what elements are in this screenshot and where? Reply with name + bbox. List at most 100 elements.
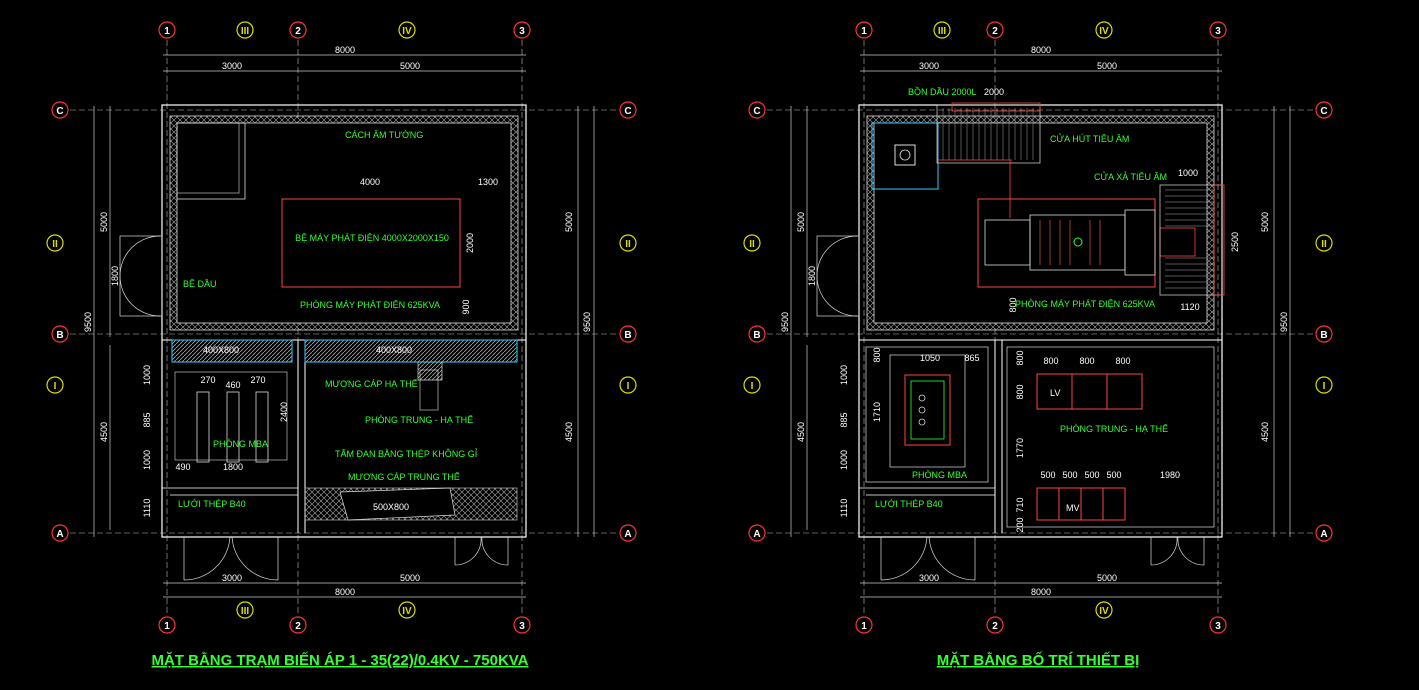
grid-iii-top-left: III (241, 26, 250, 37)
grid-c-mid-l: C (624, 106, 631, 117)
r-dim-m2: 1710 (872, 402, 882, 422)
r-dim-lv-h1: 800 (1015, 350, 1025, 365)
r-dim-exh-h: 2500 (1230, 232, 1240, 252)
label-grid: LƯỚI THÉP B40 (178, 499, 246, 509)
grid-a-mid-l: A (624, 529, 631, 540)
grid-iv-bot-left: IV (402, 606, 412, 617)
dim-bot-total: 8000 (335, 587, 355, 597)
r-label-exhaust: CỬA XẢ TIÊU ÂM (1094, 171, 1167, 182)
label-steel-plate: TẤM ĐAN BẰNG THÉP KHÔNG GỈ (335, 448, 478, 459)
grid-c-mid-r: C (753, 106, 760, 117)
dim-base-w: 4000 (360, 177, 380, 187)
grid-b-mid-r: B (753, 330, 760, 341)
r-dim-left-total: 9500 (780, 312, 790, 332)
grid-iii-top-right: III (938, 26, 947, 37)
grid-1-top-left: 1 (164, 26, 170, 37)
dim-mba-b: 460 (225, 380, 240, 390)
label-trench1: 400X800 (203, 345, 239, 355)
dim-door: 1800 (110, 266, 120, 286)
r-dim-mv-e: 1980 (1160, 470, 1180, 480)
r-dim-right-upper: 5000 (1260, 212, 1270, 232)
label-oil-tank: BỂ DẦU (183, 278, 217, 289)
dim-l1: 1000 (142, 365, 152, 385)
dim-bot-b: 5000 (400, 573, 420, 583)
dim-left-total: 9500 (83, 312, 93, 332)
dim-left-upper: 5000 (99, 212, 109, 232)
grid-i-mid-r: I (751, 381, 754, 392)
r-dim-lv-c: 800 (1115, 356, 1130, 366)
grid-2-top-right: 2 (992, 26, 998, 37)
plan-left-title: MẶT BẰNG TRẠM BIẾN ÁP 1 - 35(22)/0.4KV -… (151, 651, 528, 669)
r-dim-lv-h3: 1770 (1015, 438, 1025, 458)
grid-i-mid-l: I (627, 381, 630, 392)
r-dim-top-total: 8000 (1031, 45, 1051, 55)
label-mv-trench: MƯƠNG CÁP TRUNG THẾ (348, 472, 460, 482)
plan-right: 8000 3000 5000 3000 5000 8000 9500 5000 … (767, 40, 1314, 669)
label-trench3: 500X800 (373, 502, 409, 512)
grid-3-bot-left: 3 (519, 621, 525, 632)
dim-bot-a: 3000 (222, 573, 242, 583)
label-base: BỆ MÁY PHÁT ĐIỆN 4000X2000X150 (295, 233, 449, 243)
r-dim-bot-b: 5000 (1097, 573, 1117, 583)
r-dim-gen-off: 800 (1008, 297, 1018, 312)
label-mv-lv-room: PHÒNG TRUNG - HẠ THẾ (365, 415, 473, 425)
r-dim-mv-a: 500 (1040, 470, 1055, 480)
grid-ii-mid-r: II (749, 239, 755, 250)
r-label-intake: CỬA HÚT TIÊU ÂM (1050, 133, 1129, 144)
grid-b-right: B (1320, 330, 1327, 341)
grid-bubbles: 1 2 3 1 2 3 1 2 3 1 2 3 III IV III IV II… (46, 21, 1333, 634)
grid-ii-right: II (1321, 239, 1327, 250)
r-dim-bot-total: 8000 (1031, 587, 1051, 597)
grid-1-bot-right: 1 (861, 621, 867, 632)
grid-iv-top-left: IV (402, 26, 412, 37)
grid-a-mid-r: A (753, 529, 760, 540)
grid-i-right: I (1323, 381, 1326, 392)
r-dim-right-lower: 4500 (1260, 422, 1270, 442)
label-mba-room: PHÒNG MBA (213, 439, 268, 449)
label-lv-trench: MƯƠNG CÁP HẠ THẾ (325, 379, 418, 389)
r-dim-mv-h2: 200 (1015, 517, 1025, 532)
grid-a-left: A (56, 529, 63, 540)
dim-top-total: 8000 (335, 45, 355, 55)
dim-mba-c: 270 (250, 375, 265, 385)
r-dim-mv-h1: 710 (1015, 497, 1025, 512)
r-dim-l2: 885 (839, 412, 849, 427)
grid-b-left: B (56, 330, 63, 341)
label-wall: CÁCH ÂM TƯỜNG (345, 130, 423, 140)
r-dim-mv-b: 500 (1062, 470, 1077, 480)
r-dim-top-b: 5000 (1097, 61, 1117, 71)
r-dim-right-total: 9500 (1279, 312, 1289, 332)
r-dim-lv-a: 800 (1043, 356, 1058, 366)
r-dim-lv-h2: 800 (1015, 384, 1025, 399)
grid-iv-top-right: IV (1099, 26, 1109, 37)
r-dim-lv-b: 800 (1079, 356, 1094, 366)
grid-iv-bot-right: IV (1099, 606, 1109, 617)
dim-l2: 885 (142, 412, 152, 427)
grid-a-right: A (1320, 529, 1327, 540)
r-dim-l4: 1110 (839, 499, 849, 518)
r-label-mba-room: PHÒNG MBA (912, 470, 967, 480)
grid-2-top-left: 2 (295, 26, 301, 37)
dim-top-b: 5000 (400, 61, 420, 71)
dim-base-gap: 1300 (478, 177, 498, 187)
r-dim-m4: 865 (964, 353, 979, 363)
dim-mba-f: 2400 (279, 402, 289, 422)
grid-ii-mid-l: II (625, 239, 631, 250)
r-dim-left-upper: 5000 (796, 212, 806, 232)
grid-3-top-right: 3 (1215, 26, 1221, 37)
dim-l4: 1110 (142, 499, 152, 518)
dim-mba-a: 270 (200, 375, 215, 385)
r-dim-left-lower: 4500 (796, 422, 806, 442)
label-gen-room: PHÒNG MÁY PHÁT ĐIỆN 625KVA (300, 300, 440, 310)
r-dim-l1: 1000 (839, 365, 849, 385)
r-dim-top-a: 3000 (919, 61, 939, 71)
plan-left: 8000 3000 5000 3000 5000 8000 9500 5000 … (70, 40, 618, 669)
dim-base-off: 900 (461, 299, 471, 314)
r-dim-exh-w: 1120 (1180, 302, 1199, 312)
grid-i-left: I (54, 381, 57, 392)
grid-iii-bot-left: III (241, 606, 250, 617)
dim-left-lower: 4500 (99, 422, 109, 442)
r-dim-tank: 2000 (984, 87, 1004, 97)
dim-l3: 1000 (142, 450, 152, 470)
